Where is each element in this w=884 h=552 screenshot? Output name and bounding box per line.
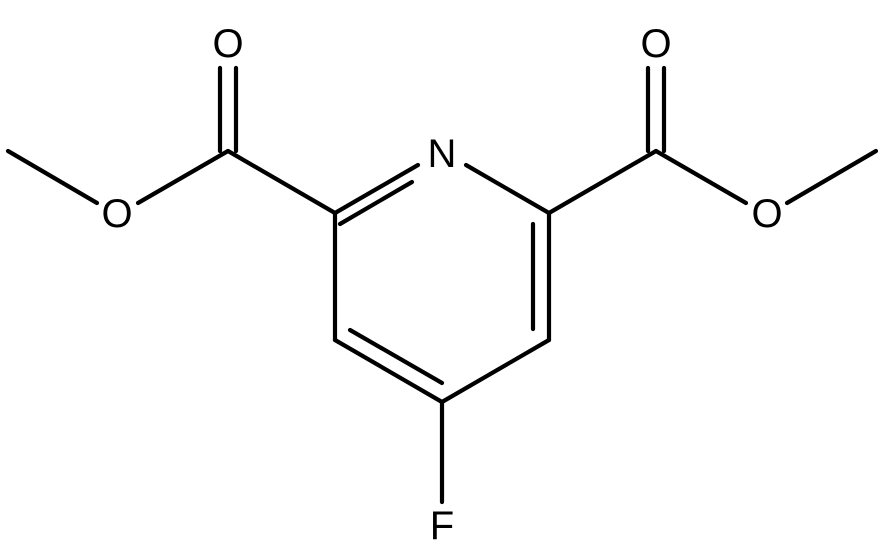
bond-n-c2-double xyxy=(337,179,415,227)
bond-carbonyl-c-ester-o xyxy=(135,148,231,206)
bond-ester-o-methyl xyxy=(5,148,100,206)
pyridine-ring xyxy=(332,162,552,405)
bond-ester-o-methyl xyxy=(784,148,879,206)
right-ester-oxygen-label: O xyxy=(751,192,782,236)
bond-n-c6 xyxy=(463,162,552,216)
left-ester-group xyxy=(5,65,338,216)
bond-c3-c4 xyxy=(332,337,445,405)
bond-c4-c5 xyxy=(439,337,552,405)
fluorine-label: F xyxy=(430,504,454,548)
right-ester-group xyxy=(546,65,879,216)
bond-carbonyl-c-ester-o xyxy=(653,148,749,206)
left-ester-oxygen-label: O xyxy=(101,192,132,236)
left-carbonyl-oxygen-label: O xyxy=(212,22,243,66)
bond-c6-carbonyl-c xyxy=(546,148,659,216)
bond-n-c2 xyxy=(332,162,421,216)
bond-c2-carbonyl-c xyxy=(225,148,338,216)
right-carbonyl-oxygen-label: O xyxy=(640,22,671,66)
ring-nitrogen-label: N xyxy=(428,132,457,176)
bond-c3-c4-double xyxy=(347,327,445,386)
